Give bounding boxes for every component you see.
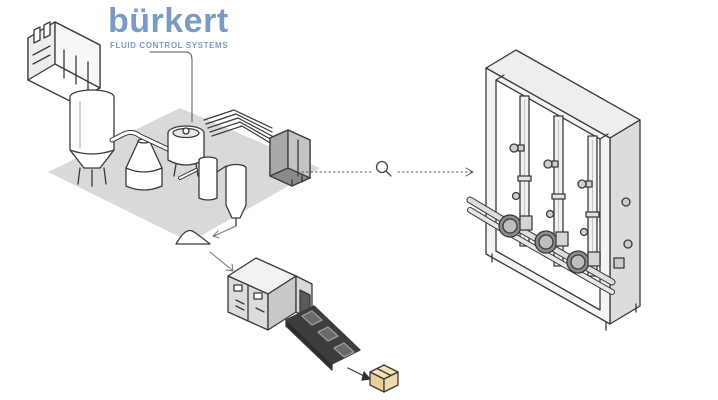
storage-silo [69, 89, 115, 187]
logo-leader-line [149, 51, 193, 123]
powder-pile [175, 229, 211, 245]
brand-tagline: FLUID CONTROL SYSTEMS [110, 41, 229, 50]
process-valve [566, 250, 601, 274]
spray-dryer [178, 156, 247, 227]
arrow-icon [209, 251, 234, 272]
process-valve [498, 214, 533, 238]
process-valve [534, 230, 569, 254]
brand-logo-wordmark: bürkert [108, 2, 229, 40]
factory-building-icon [27, 21, 101, 103]
valve-icon [509, 143, 593, 237]
arrow-icon [347, 367, 371, 381]
arrow-icon [212, 225, 237, 239]
conveyor-belt [285, 305, 361, 371]
pipe-bundle [203, 109, 273, 145]
cardboard-box [369, 364, 399, 393]
valve-control-cabinet [269, 129, 311, 187]
magnifier-icon [375, 160, 392, 177]
valve-cabinet-detail [466, 49, 641, 331]
